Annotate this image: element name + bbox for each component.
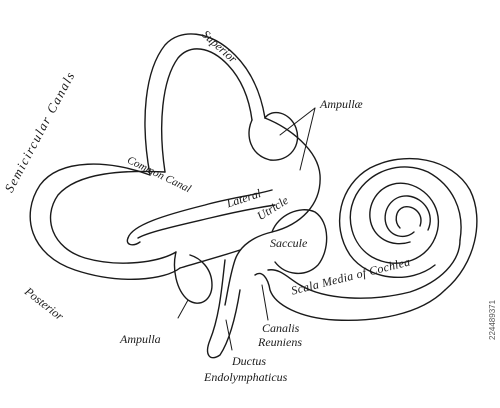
posterior-canal xyxy=(29,163,181,280)
lateral-canal xyxy=(126,189,276,269)
watermark-id: 224489371 xyxy=(488,299,497,340)
superior-canal xyxy=(144,33,266,176)
label-ampullae: Ampullæ xyxy=(320,97,363,111)
saccule-outline xyxy=(271,209,328,274)
cochlea-spiral xyxy=(338,157,478,291)
label-endolymphaticus: Endolymphaticus xyxy=(204,370,288,384)
ductus-leader xyxy=(225,319,233,351)
ductus-endolymphaticus-outline xyxy=(206,259,241,359)
ampulla-leader xyxy=(177,299,189,319)
superior-ampulla xyxy=(248,111,299,161)
posterior-ampulla xyxy=(173,251,213,304)
label-ampulla: Ampulla xyxy=(120,332,161,346)
canalis-reuniens-leader xyxy=(261,284,269,321)
scala-media xyxy=(254,239,461,322)
label-canalis: Canalis xyxy=(262,321,300,335)
utricle-outline xyxy=(224,117,321,306)
label-ductus: Ductus xyxy=(232,354,266,368)
label-reuniens: Reuniens xyxy=(258,335,302,349)
label-saccule: Saccule xyxy=(270,236,308,250)
ampullae-leaders xyxy=(279,107,316,171)
